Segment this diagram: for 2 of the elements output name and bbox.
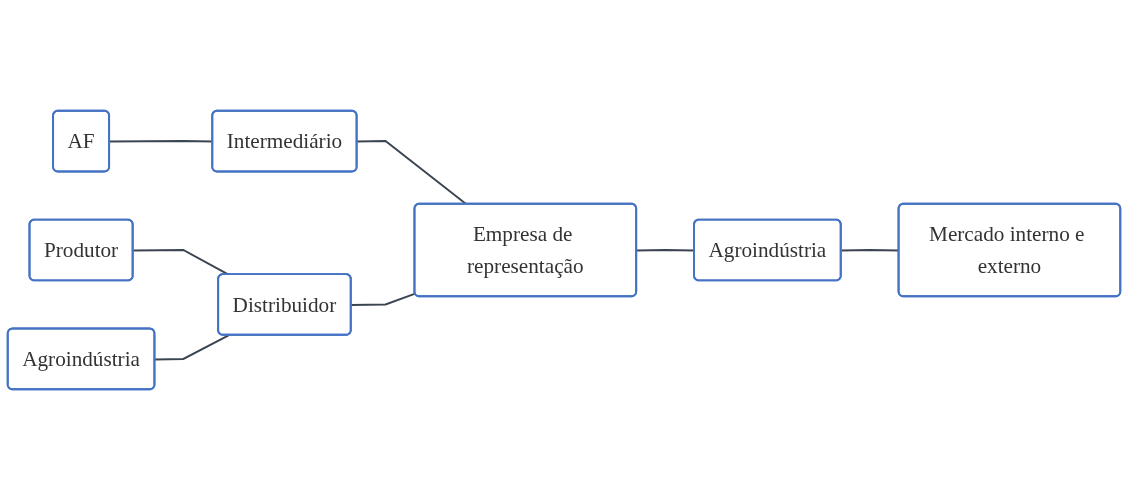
connector xyxy=(350,292,417,306)
connector xyxy=(132,249,230,276)
